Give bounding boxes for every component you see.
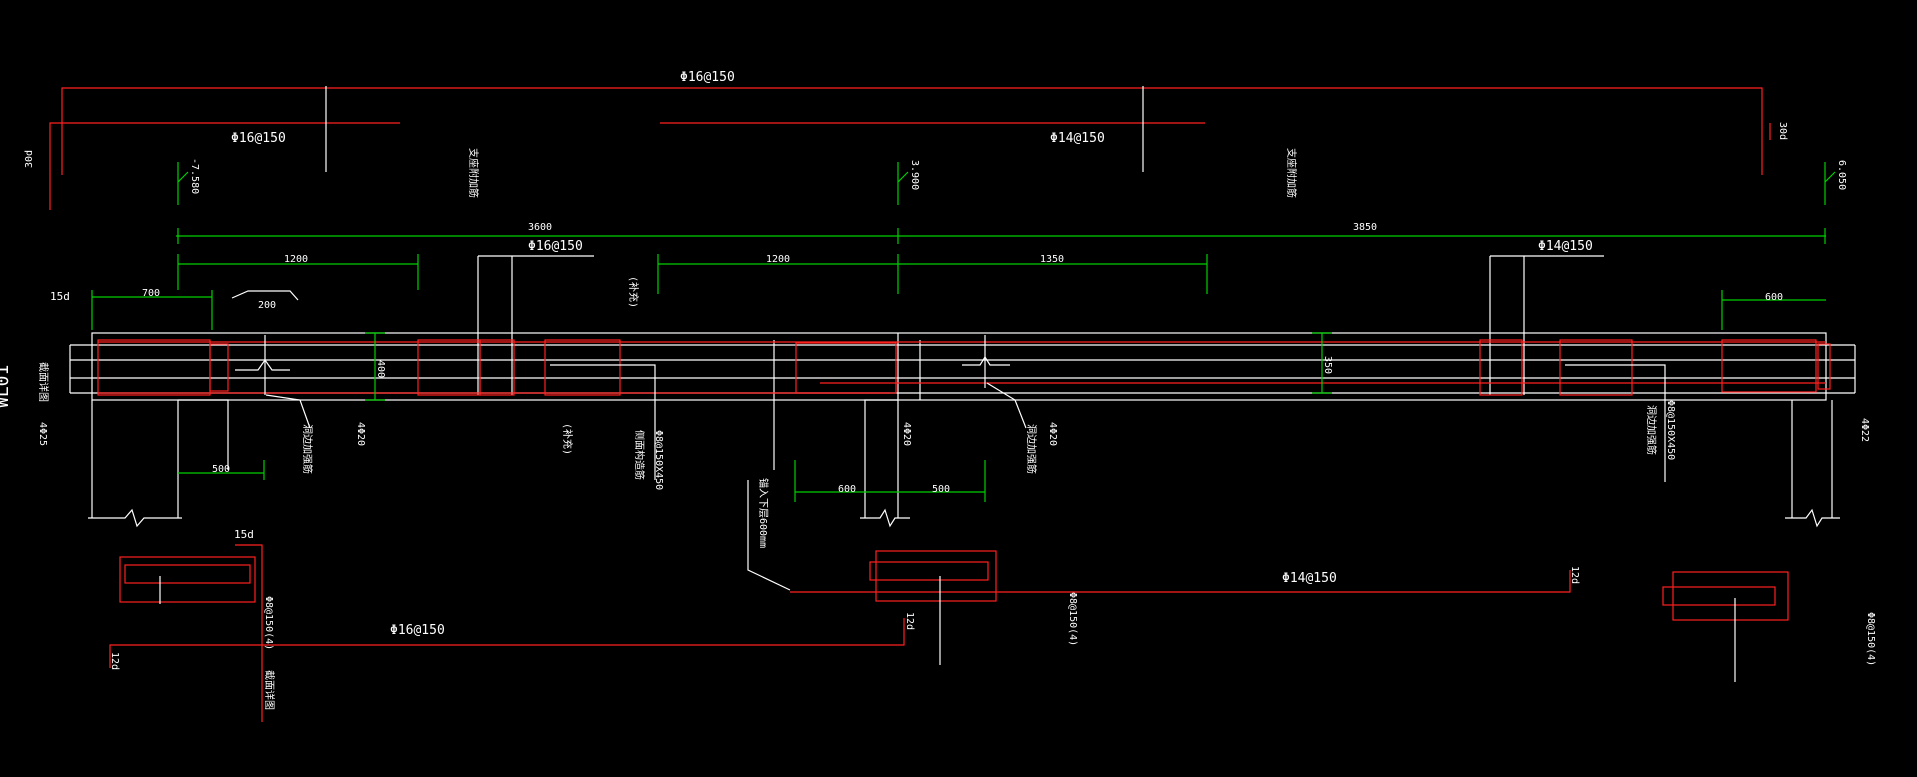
elevation-marks [177, 162, 1836, 205]
dim-1200-a: 1200 [284, 254, 308, 265]
note-section-detail-1: 截面详图 [37, 362, 50, 402]
bar-4d25: 4Φ25 [37, 422, 48, 446]
bar-4d20-c: 4Φ20 [1047, 422, 1058, 446]
bar-4d20-b: 4Φ20 [901, 422, 912, 446]
dim-1200-b: 1200 [766, 254, 790, 265]
note-section-detail-2: 截面详图 [263, 670, 276, 710]
note-anchor-down: 锚入下层600mm [757, 478, 769, 548]
beam-outline [69, 255, 1856, 528]
top-bar-right-label: Φ14@150 [1050, 131, 1105, 146]
dim-500-a: 500 [212, 464, 230, 475]
anchor-12d-b: 12d [904, 612, 915, 630]
lower-dimension-lines [178, 460, 986, 502]
bar-4d20-a: 4Φ20 [355, 422, 366, 446]
stirrup-label-5: Φ8@150(4) [1865, 612, 1876, 666]
note-supplement-2: (补充) [561, 423, 574, 455]
elevation-1: -7.580 [189, 158, 200, 194]
dim-1350: 1350 [1040, 254, 1064, 265]
anchor-30d-left: 30d [24, 150, 35, 168]
top-long-bar [49, 86, 1771, 210]
anchor-15d-top: 15d [50, 290, 70, 303]
hook-symbol [231, 290, 299, 301]
note-hole-edge-3: 洞边加强筋 [1645, 405, 1658, 455]
anchor-12d-a: 12d [109, 652, 120, 670]
elevation-3: 6.050 [1836, 160, 1847, 190]
section-cut-marks [235, 335, 1027, 429]
note-side-bars: 侧面构造筋 [633, 430, 646, 480]
dim-600-right: 600 [1765, 292, 1783, 303]
dim-span-1: 3600 [528, 222, 552, 233]
stirrup-leaders [550, 364, 1666, 591]
stirrup-label-1: Φ8@150X450 [653, 430, 664, 490]
dim-200: 200 [258, 300, 276, 311]
mid-bar-left-label: Φ16@150 [528, 239, 583, 254]
top-bar-main-label: Φ16@150 [680, 70, 735, 85]
dim-500-b: 500 [932, 484, 950, 495]
stirrup-label-3: Φ8@150(4) [263, 596, 274, 650]
beam-label: WL01 [0, 365, 13, 408]
note-support-left: 支座附加筋 [467, 148, 480, 198]
note-supplement-1: (补充) [627, 276, 640, 308]
dim-350: 350 [1322, 356, 1333, 374]
beam-height-dims [365, 332, 1332, 401]
dim-400: 400 [375, 360, 386, 378]
note-hole-edge-2: 洞边加强筋 [1025, 424, 1038, 474]
anchor-15d-bottom: 15d [234, 528, 254, 541]
anchor-12d-c: 12d [1569, 566, 1580, 584]
sub-dimension-lines [91, 254, 1826, 330]
stirrup-label-4: Φ8@150(4) [1067, 592, 1078, 646]
mid-bar-right-label: Φ14@150 [1538, 239, 1593, 254]
elevation-2: 3.900 [909, 160, 920, 190]
dim-700: 700 [142, 288, 160, 299]
bottom-bar-right-label: Φ14@150 [1282, 571, 1337, 586]
top-bar-left-label: Φ16@150 [231, 131, 286, 146]
note-hole-edge-1: 洞边加强筋 [301, 424, 314, 474]
span-dimension-line [176, 228, 1826, 244]
note-support-right: 支座附加筋 [1285, 148, 1298, 198]
bar-4d22: 4Φ22 [1859, 418, 1870, 442]
anchor-30d-right: 30d [1777, 122, 1788, 140]
stirrup-label-2: Φ8@150X450 [1665, 400, 1676, 460]
dim-span-2: 3850 [1353, 222, 1377, 233]
bottom-rebar [109, 544, 1789, 722]
beam-rebar [97, 339, 1831, 396]
bottom-bar-left-label: Φ16@150 [390, 623, 445, 638]
dim-600-b: 600 [838, 484, 856, 495]
